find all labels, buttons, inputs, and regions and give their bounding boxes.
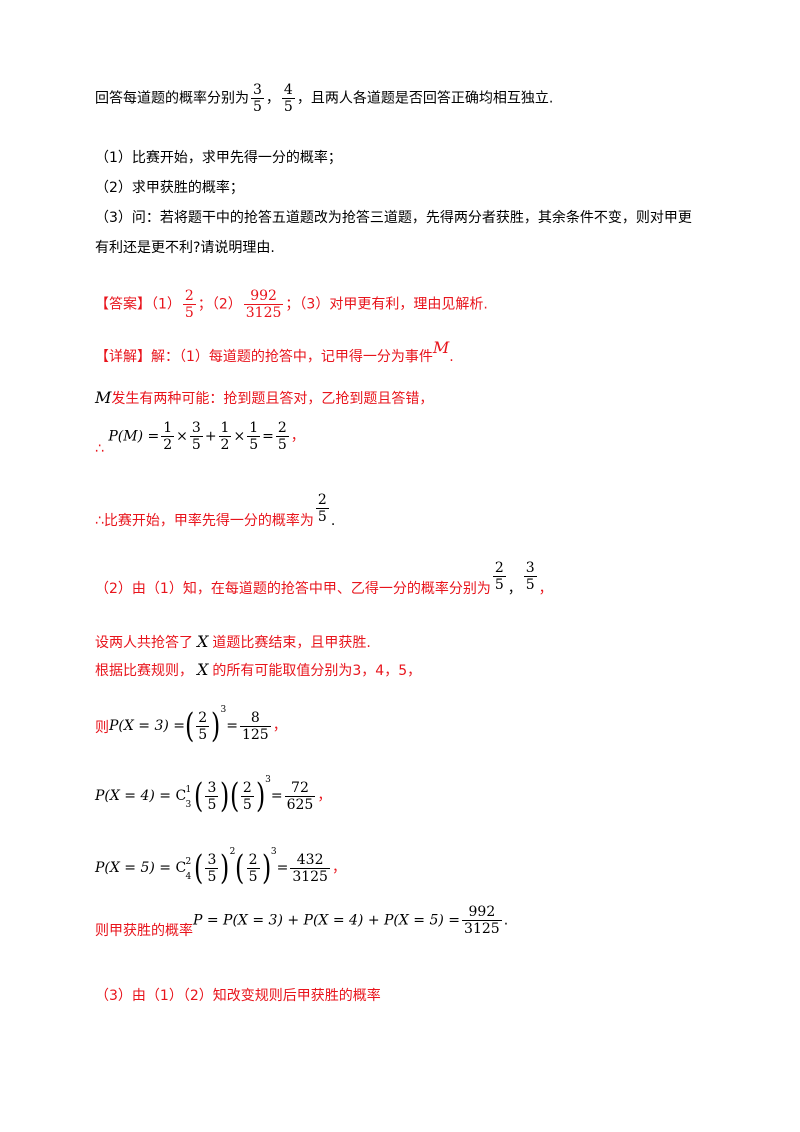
- solution-line-1: 【详解】解：（1）每道题的抢答中，记甲得一分为事件M.: [95, 338, 454, 365]
- question-part-1: （1）比赛开始，求甲先得一分的概率；: [95, 150, 342, 166]
- answer-label: 【答案】（1）: [95, 296, 181, 313]
- total-probability-equation: 则甲获胜的概率P = P(X = 3) + P(X = 4) + P(X = 5…: [95, 904, 509, 939]
- question-part-2: （2）求甲获胜的概率；: [95, 180, 244, 196]
- therefore-symbol: ∴: [95, 440, 104, 457]
- question-part-3-line-1: （3）问：若将题干中的抢答五道题改为抢答三道题，先得两分者获胜，其余条件不变，则…: [95, 210, 692, 226]
- question-part-3-line-2: 有利还是更不利?请说明理由.: [95, 240, 275, 256]
- intro-prefix: 回答每道题的概率分别为: [95, 90, 249, 107]
- solution-line-2: M发生有两种可能：抢到题且答对，乙抢到题且答错，: [95, 388, 434, 407]
- event-m: M: [432, 338, 450, 357]
- intro-suffix: ，且两人各道题是否回答正确均相互独立.: [296, 90, 554, 107]
- solution-line-12: （3）由（1）（2）知改变规则后甲获胜的概率: [95, 988, 381, 1004]
